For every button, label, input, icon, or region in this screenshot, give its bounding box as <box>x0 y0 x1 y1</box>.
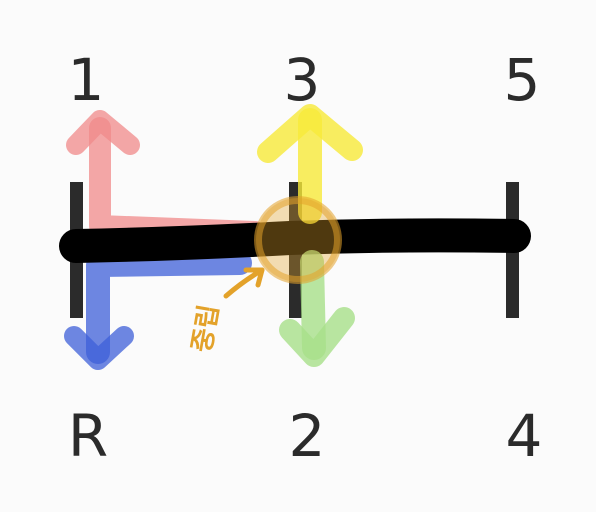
gear-label-3: 3 <box>284 46 321 114</box>
arrow-gear-1 <box>66 110 266 243</box>
neutral-marker <box>254 196 342 284</box>
arrow-gear-r <box>64 251 252 370</box>
neutral-pointer-arrow <box>223 267 265 299</box>
neutral-marker-ring <box>254 196 342 284</box>
gear-label-1: 1 <box>68 46 105 114</box>
neutral-note: 중립 <box>187 302 225 354</box>
gear-label-r: R <box>68 402 108 470</box>
arrow-gear-1-head <box>66 110 140 155</box>
neutral-shift-bar <box>59 218 531 263</box>
arrow-gear-r-head <box>64 326 134 370</box>
arrow-gear-2-head <box>279 307 355 367</box>
gear-label-2: 2 <box>289 402 326 470</box>
gear-labels: 1 3 5 R 2 4 <box>68 46 543 470</box>
neutral-pointer-head <box>243 267 265 288</box>
gear-label-5: 5 <box>504 46 541 114</box>
neutral-marker-fill <box>256 198 340 282</box>
gear-label-4: 4 <box>506 402 543 470</box>
arrow-gear-3 <box>257 104 363 224</box>
arrow-gear-3-head <box>257 104 363 163</box>
arrow-gear-r-path <box>86 251 252 364</box>
